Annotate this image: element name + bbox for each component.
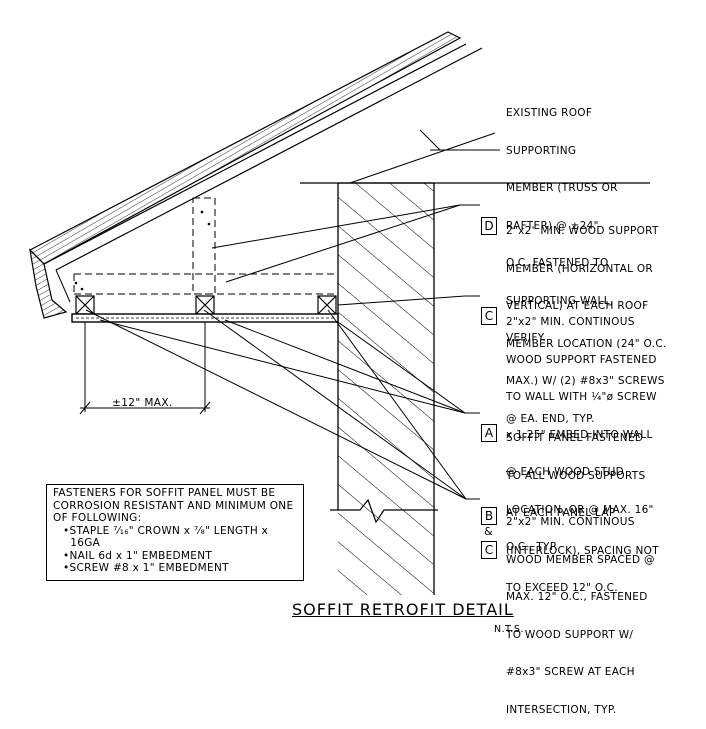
- note-a: SOFFIT PANEL FASTENED TO ALL WOOD SUPPOR…: [506, 407, 659, 607]
- note-line: VERIFY.: [506, 332, 546, 344]
- note-line: 2"x2" MIN. WOOD SUPPORT: [506, 225, 659, 237]
- fastener-bullet: •NAIL 6d x 1" EMBEDMENT: [63, 549, 213, 562]
- dimension-line: [79, 322, 211, 415]
- supporting-wall: [330, 182, 438, 595]
- drawing-title: SOFFIT RETROFIT DETAIL: [292, 600, 514, 619]
- fastener-note-box: FASTENERS FOR SOFFIT PANEL MUST BE CORRO…: [46, 484, 304, 581]
- note-line: MAX. 12" O.C., FASTENED: [506, 591, 648, 603]
- dashed-framing: [73, 197, 338, 295]
- tag-c-second: C: [481, 541, 497, 559]
- soffit-detail-drawing: [28, 31, 650, 595]
- note-line: MEMBER LOCATION (24" O.C.: [506, 337, 667, 350]
- note-line: 2"x2" MIN. CONTINOUS: [506, 316, 635, 328]
- soffit-panel: [71, 313, 339, 323]
- note-line: TO ALL WOOD SUPPORTS: [506, 469, 646, 482]
- note-line: @ EA. END, TYP.: [506, 412, 595, 425]
- fastener-line: OF FOLLOWING:: [53, 512, 142, 524]
- note-line: O.C. FASTENED TO: [506, 257, 609, 269]
- note-line: AT EACH PANEL LAP: [506, 507, 616, 519]
- note-line: WOOD SUPPORT FASTENED: [506, 353, 657, 366]
- tag-ampersand: &: [484, 525, 493, 538]
- leader-lines: [85, 132, 500, 500]
- note-line: TO WOOD SUPPORT W/: [506, 628, 634, 641]
- note-c: 2"x2" MIN. CONTINOUS WOOD SUPPORT FASTEN…: [506, 291, 657, 566]
- dimension-label: ±12" MAX.: [112, 397, 173, 409]
- tag-c: C: [481, 307, 497, 325]
- note-roof-member: EXISTING ROOF SUPPORTING MEMBER (TRUSS O…: [506, 82, 618, 357]
- note-d: 2"x2" MIN. WOOD SUPPORT MEMBER (HORIZONT…: [506, 200, 667, 438]
- note-line: #8x3" SCREW AT EACH: [506, 666, 635, 678]
- fastener-bullet: •SCREW #8 x 1" EMBEDMENT: [63, 562, 229, 574]
- note-line: MEMBER (HORIZONTAL OR: [506, 262, 654, 275]
- note-line: MAX.) W/ (2) #8x3" SCREWS: [506, 375, 665, 387]
- note-line: 2"x2" MIN. CONTINOUS: [506, 516, 635, 528]
- note-line: O.C., TYP.: [506, 541, 559, 553]
- note-line: x 1.25" EMBED INTO WALL: [506, 428, 653, 441]
- note-line: VERTICAL) AT EACH ROOF: [506, 300, 649, 312]
- tag-a: A: [481, 424, 497, 442]
- note-line: INTERSECTION, TYP.: [506, 703, 617, 716]
- note-line: SUPPORTING WALL,: [506, 294, 614, 307]
- note-line: MEMBER (TRUSS OR: [506, 182, 618, 194]
- note-line: LOCATION, OR @ MAX. 16": [506, 503, 654, 516]
- note-line: @ EACH WOOD STUD: [506, 466, 625, 478]
- note-line: EXISTING ROOF: [506, 107, 593, 119]
- scale-note: N.T.S.: [494, 624, 524, 635]
- note-line: TO WALL WITH ¼"ø SCREW: [506, 391, 657, 403]
- note-line: SUPPORTING: [506, 144, 577, 157]
- fastener-line: FASTENERS FOR SOFFIT PANEL MUST BE: [53, 487, 276, 499]
- note-line: (INTERLOCK), SPACING NOT: [506, 544, 659, 557]
- note-line: RAFTER) @ ±24": [506, 219, 599, 232]
- note-line: SOFFIT PANEL FASTENED: [506, 432, 644, 444]
- roof-rafter: [28, 31, 483, 319]
- fastener-bullet: •STAPLE ⁷⁄₁₆" CROWN x ⁷⁄₈" LENGTH x: [63, 524, 269, 537]
- tag-b: B: [481, 507, 497, 525]
- note-bc: 2"x2" MIN. CONTINOUS WOOD MEMBER SPACED …: [506, 491, 655, 729]
- fastener-line: CORROSION RESISTANT AND MINIMUM ONE: [53, 499, 294, 512]
- fastener-bullet: 16GA: [63, 537, 101, 549]
- note-line: TO EXCEED 12" O.C.: [506, 582, 618, 594]
- tag-d: D: [481, 217, 497, 235]
- note-line: WOOD MEMBER SPACED @: [506, 553, 655, 566]
